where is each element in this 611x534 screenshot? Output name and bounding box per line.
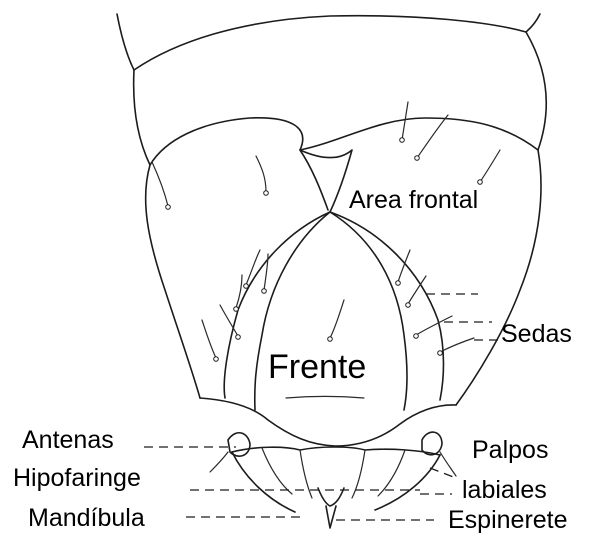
label-espinerete: Espinerete xyxy=(448,508,568,533)
spinneret-tube xyxy=(326,506,336,528)
label-frente: Frente xyxy=(268,350,366,384)
antenna-left-shape xyxy=(228,433,250,456)
frons-underline xyxy=(286,397,364,399)
right-cranial-lobe xyxy=(300,118,538,150)
antenna-right-stalk xyxy=(440,452,456,476)
clypeus-outline xyxy=(200,398,456,446)
spinneret-shape xyxy=(318,488,344,506)
label-labiales: labiales xyxy=(462,478,547,503)
neck-left-line xyxy=(117,14,134,70)
label-area-frontal: Area frontal xyxy=(349,188,478,213)
label-mandibula: Mandíbula xyxy=(28,506,145,531)
label-palpos: Palpos xyxy=(472,438,548,463)
label-sedas: Sedas xyxy=(501,322,572,347)
antenna-left-stalk xyxy=(210,452,228,472)
label-hipofaringe: Hipofaringe xyxy=(13,466,141,491)
label-antenas: Antenas xyxy=(22,428,114,453)
leader-lines xyxy=(144,294,500,520)
left-cranial-lobe xyxy=(150,118,328,210)
neck-right-line xyxy=(526,14,540,32)
